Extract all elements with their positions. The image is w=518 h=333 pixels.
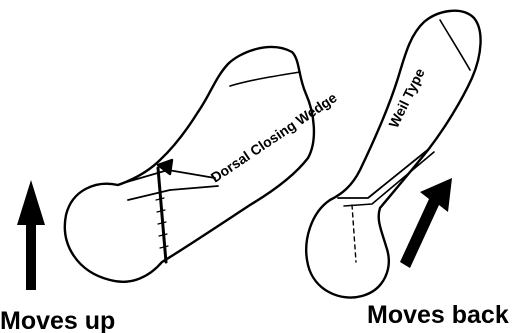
right-head-dashed-line [352,205,356,262]
left-bone-inner-line [230,72,300,86]
up-arrow-head [17,180,45,225]
left-bone-outline [65,47,314,282]
right-bone-inner-line [440,20,470,70]
up-arrow [17,180,45,290]
right-metatarsal-bone [306,11,480,298]
left-osteotomy-label: Dorsal Closing Wedge [208,89,340,185]
left-wedge-cut-lower [128,186,218,200]
diagonal-arrow-shape [400,178,452,268]
right-caption: Moves back [367,301,509,329]
right-weil-cut [338,148,430,198]
up-arrow-shaft [26,218,36,290]
right-bone-outline [306,11,480,298]
left-caption: Moves up [0,307,115,333]
diagonal-arrow [400,178,452,268]
left-metatarsal-bone [65,47,314,282]
